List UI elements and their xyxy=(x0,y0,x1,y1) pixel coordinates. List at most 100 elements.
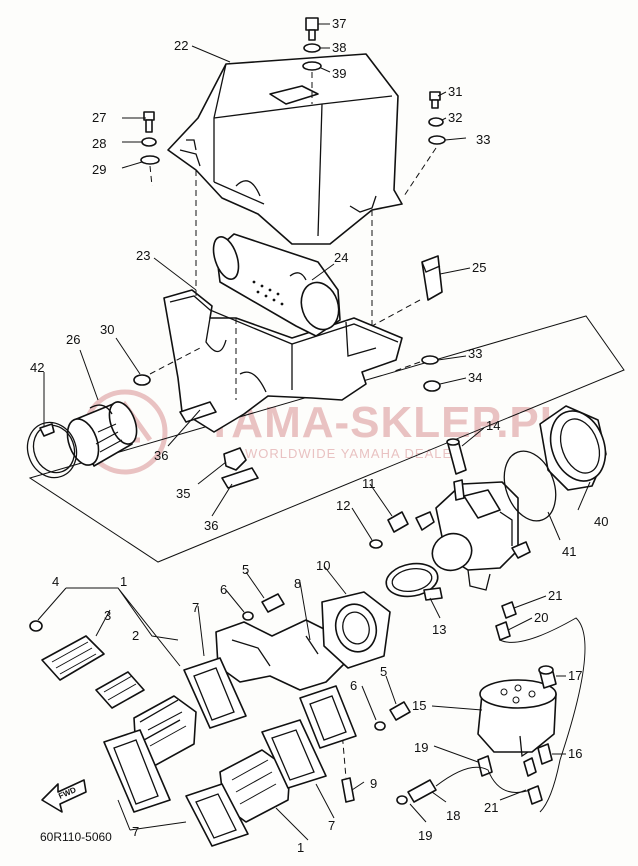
airbox-base xyxy=(163,289,403,433)
callout-28: 28 xyxy=(92,136,106,151)
gasket-7-b xyxy=(185,783,249,847)
callout-6-upper: 6 xyxy=(220,582,227,597)
forward-arrow: FWD xyxy=(41,779,87,813)
callout-21-upper: 21 xyxy=(548,588,562,603)
callout-11: 11 xyxy=(362,476,376,491)
callout-1-lower: 1 xyxy=(297,840,304,855)
callout-7-upper: 7 xyxy=(192,600,199,615)
callout-30: 30 xyxy=(100,322,114,337)
callout-7-bottom: 7 xyxy=(132,824,139,839)
guide-lines-cover xyxy=(195,170,373,400)
watermark-text: YAMA-SKLEP.PL xyxy=(205,398,568,447)
callout-29: 29 xyxy=(92,162,106,177)
callout-42: 42 xyxy=(30,360,44,375)
intake-duct-26 xyxy=(66,401,138,467)
callout-7-lower: 7 xyxy=(328,818,335,833)
airbox-cover xyxy=(167,53,403,245)
callout-36-upper: 36 xyxy=(154,448,168,463)
screw-5-upper xyxy=(261,593,285,613)
screw-4 xyxy=(29,620,43,632)
clip-35 xyxy=(223,447,247,471)
callout-8: 8 xyxy=(294,576,301,591)
callout-9: 9 xyxy=(370,776,377,791)
clip-25 xyxy=(421,255,443,301)
callout-33-upper: 33 xyxy=(476,132,490,147)
intake-silencer-tube xyxy=(212,233,341,337)
cover-slot xyxy=(269,85,319,105)
gasket-7-e xyxy=(299,685,357,749)
callout-27: 27 xyxy=(92,110,106,125)
callout-21-lower: 21 xyxy=(484,800,498,815)
airbox-frame-outline xyxy=(28,315,625,563)
washer-12 xyxy=(369,539,383,549)
callout-36-lower: 36 xyxy=(204,518,218,533)
callout-16: 16 xyxy=(568,746,582,761)
valve-17-top xyxy=(538,665,554,675)
washer-6-lower xyxy=(374,721,386,731)
diagram-code: 60R110-5060 xyxy=(40,830,112,844)
carburetor-body xyxy=(415,479,531,591)
carb-fitting-14-top xyxy=(446,438,460,446)
washer-6-upper xyxy=(242,611,254,621)
hose-16 xyxy=(537,743,553,765)
oil-pump-15 xyxy=(477,679,557,758)
callout-26: 26 xyxy=(66,332,80,347)
callout-1: 1 xyxy=(120,574,127,589)
callout-31: 31 xyxy=(448,84,462,99)
fitting-21-lower-b xyxy=(527,785,543,805)
reed-valve-assy-1-lower xyxy=(219,749,291,823)
screw-5-lower xyxy=(389,701,411,721)
callout-14: 14 xyxy=(486,418,500,433)
callout-33-lower: 33 xyxy=(468,346,482,361)
carb-joint-40 xyxy=(539,405,607,491)
hose-clamp-42 xyxy=(26,421,78,479)
stud-9 xyxy=(341,777,355,803)
callout-12: 12 xyxy=(336,498,350,513)
leader-lines xyxy=(43,23,591,841)
callout-4: 4 xyxy=(52,574,59,589)
callout-41: 41 xyxy=(562,544,576,559)
callout-5-lower: 5 xyxy=(380,664,387,679)
gasket-7-a xyxy=(103,729,171,813)
fastener-stack-33-34 xyxy=(391,355,441,392)
callout-39: 39 xyxy=(332,66,346,81)
intake-manifold-8 xyxy=(215,619,347,691)
fastener-stack-31-33 xyxy=(403,91,446,197)
callout-23: 23 xyxy=(136,248,150,263)
oil-line-routing xyxy=(435,617,586,813)
leader-group-1-4 xyxy=(37,587,181,667)
callout-34: 34 xyxy=(468,370,482,385)
callout-38: 38 xyxy=(332,40,346,55)
callout-6-lower: 6 xyxy=(350,678,357,693)
callout-15: 15 xyxy=(412,698,426,713)
callout-13: 13 xyxy=(432,622,446,637)
fastener-stack-27-29 xyxy=(140,111,160,187)
callout-35: 35 xyxy=(176,486,190,501)
nut-30 xyxy=(133,374,151,386)
callout-19-upper: 19 xyxy=(414,740,428,755)
reed-stopper-2 xyxy=(95,671,145,709)
callout-22: 22 xyxy=(174,38,188,53)
screw-11 xyxy=(387,511,409,533)
watermark: YAMA-SKLEP.PL WORLDWIDE YAMAHA DEALER xyxy=(82,389,568,475)
clamp-41 xyxy=(503,450,557,522)
seal-36-lower xyxy=(221,467,259,489)
callout-40: 40 xyxy=(594,514,608,529)
reed-valve-3 xyxy=(41,635,105,681)
clip-25-top xyxy=(421,261,441,273)
fitting-19-a xyxy=(477,755,493,777)
callout-10: 10 xyxy=(316,558,330,573)
callout-24: 24 xyxy=(334,250,348,265)
callout-18: 18 xyxy=(446,808,460,823)
clip-19-b xyxy=(396,795,408,805)
gasket-7-c xyxy=(183,657,247,729)
hose-18 xyxy=(407,779,437,803)
fastener-stack-37-39 xyxy=(302,17,322,104)
fitting-21-lower xyxy=(523,757,537,777)
intake-joint-10 xyxy=(321,591,391,669)
callout-19-lower: 19 xyxy=(418,828,432,843)
callout-25: 25 xyxy=(472,260,486,275)
gasket-7-d xyxy=(261,719,327,789)
watermark-subtext: WORLDWIDE YAMAHA DEALER xyxy=(245,446,463,461)
